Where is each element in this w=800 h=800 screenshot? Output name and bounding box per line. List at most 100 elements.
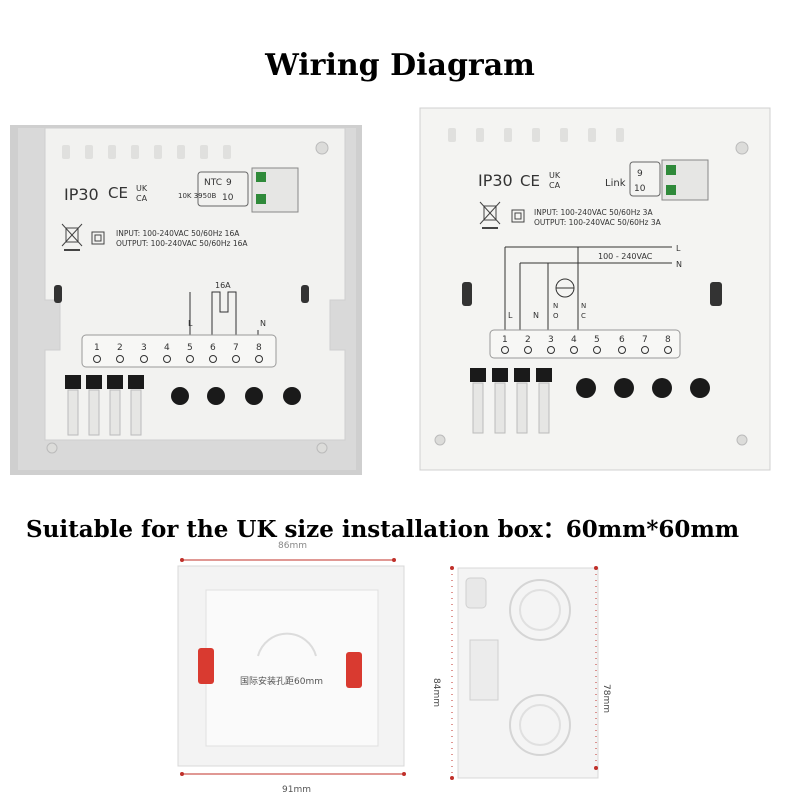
- right-line-n: N: [676, 260, 682, 269]
- box-size-caption: Suitable for the UK size installation bo…: [26, 516, 740, 543]
- left-terminal-number: 4: [164, 343, 170, 353]
- right-double-insulation-inner: [514, 212, 522, 220]
- box-side-top-clip: [465, 577, 487, 609]
- box-inner-label: 国际安装孔距60mm: [240, 675, 323, 687]
- right-bottom-terminals: [470, 368, 710, 434]
- right-ce-mark: CE: [520, 172, 540, 190]
- box-clip-right: [346, 652, 362, 688]
- right-ukca-top: UK: [549, 171, 561, 180]
- box-side-knockout-bottom-inner: [519, 704, 561, 746]
- left-label-l: L: [188, 319, 193, 328]
- left-terminal-number: 5: [187, 343, 193, 353]
- left-ukca-top: UK: [136, 184, 148, 193]
- right-ukca-bottom: CA: [549, 181, 561, 190]
- right-no-o: O: [553, 312, 559, 320]
- right-terminal-strip: [489, 329, 681, 359]
- left-terminal-number: 2: [117, 343, 123, 353]
- right-terminal-number: 1: [502, 335, 508, 345]
- left-output-spec: OUTPUT: 100-240VAC 50/60Hz 16A: [116, 239, 248, 248]
- left-side-clip-left: [54, 285, 62, 303]
- right-wiring-lines: [504, 246, 672, 330]
- box-side-knockout-top: [509, 579, 571, 641]
- left-ntc-box: [197, 171, 249, 207]
- left-double-insulation-icon: [91, 231, 105, 245]
- right-weee-icon: [479, 201, 501, 229]
- left-side-clip-right: [301, 285, 309, 303]
- right-terminal-screw-symbols: [501, 346, 672, 354]
- right-top-vents: [448, 128, 624, 142]
- right-bottom-screw-right: [736, 434, 748, 446]
- right-terminal-number: 7: [642, 335, 648, 345]
- left-terminal-10: 10: [222, 193, 234, 203]
- box-side-knockout-bottom: [509, 694, 571, 756]
- left-terminal-strip: [81, 334, 277, 368]
- right-nc-c: C: [581, 312, 586, 320]
- left-terminal-number: 6: [210, 343, 216, 353]
- right-side-clip-left: [462, 282, 472, 306]
- left-ntc-label: NTC: [204, 178, 222, 188]
- right-green-contact-1: [666, 165, 676, 175]
- left-ukca-bottom: CA: [136, 194, 148, 203]
- left-green-contact-2: [256, 194, 266, 204]
- left-relay-diagram: [189, 291, 259, 335]
- left-terminal-screw-symbols: [93, 355, 263, 363]
- left-terminal-number: 1: [94, 343, 100, 353]
- right-supply-voltage: 100 - 240VAC: [598, 252, 653, 261]
- right-nc-n: N: [581, 302, 586, 310]
- right-terminal-number: 5: [594, 335, 600, 345]
- box-side-height-left: 84mm: [431, 678, 441, 707]
- left-weee-icon: [61, 223, 83, 251]
- box-knockout-arc: [257, 632, 317, 657]
- right-green-contact-2: [666, 185, 676, 195]
- left-double-insulation-inner: [94, 234, 102, 242]
- left-ip-rating: IP30: [64, 185, 99, 204]
- installation-box-side: 84mm 78mm: [431, 566, 611, 780]
- right-terminal-numbers: 1 2 3 4 5 6 7 8: [502, 335, 671, 345]
- left-ntc-model: 10K 3950B: [178, 192, 217, 200]
- diagram-title: Wiring Diagram: [265, 48, 535, 83]
- left-terminal-number: 3: [141, 343, 147, 353]
- right-ip-rating: IP30: [478, 171, 513, 190]
- left-terminal-9: 9: [226, 178, 232, 188]
- right-side-clip-right: [710, 282, 722, 306]
- right-terminal-number: 3: [548, 335, 554, 345]
- left-terminal-numbers: 1 2 3 4 5 6 7 8: [94, 343, 262, 353]
- right-double-insulation-icon: [511, 209, 525, 223]
- box-width-bottom-label: 91mm: [282, 785, 311, 795]
- left-bottom-screw-left: [46, 442, 58, 454]
- left-thermostat-back: NTC 10K 3950B 9 10 IP30 CE UK CA INPUT: …: [10, 125, 362, 475]
- left-terminal-number: 8: [256, 343, 262, 353]
- right-thermostat-back: Link 9 10 IP30 CE UK CA INPUT: 100-240VA…: [419, 107, 771, 471]
- box-side-height-right: 78mm: [601, 684, 611, 713]
- right-terminal-10: 10: [634, 184, 646, 194]
- left-screw-hole: [315, 141, 329, 155]
- left-relay-rating: 16A: [215, 281, 231, 290]
- left-bottom-screw-right: [316, 442, 328, 454]
- right-term-l: L: [508, 311, 513, 320]
- left-label-n: N: [260, 319, 266, 328]
- box-side-mount-slot: [469, 639, 499, 701]
- installation-box-front: 86mm 国际安装孔距60mm 91mm: [177, 541, 406, 795]
- right-input-spec: INPUT: 100-240VAC 50/60Hz 3A: [534, 208, 653, 217]
- right-line-l: L: [676, 244, 681, 253]
- left-ce-mark: CE: [108, 184, 128, 202]
- right-terminal-9: 9: [637, 169, 643, 179]
- right-link-box: [629, 161, 661, 197]
- left-green-contact-1: [256, 172, 266, 182]
- right-screw-hole: [735, 141, 749, 155]
- box-clip-left: [198, 648, 214, 684]
- left-bottom-terminals: [65, 375, 301, 436]
- right-terminal-number: 6: [619, 335, 625, 345]
- right-link-label: Link: [605, 178, 626, 189]
- box-width-top-label: 86mm: [278, 541, 307, 551]
- right-terminal-number: 8: [665, 335, 671, 345]
- right-terminal-number: 2: [525, 335, 531, 345]
- right-bottom-screw-left: [434, 434, 446, 446]
- box-side-knockout-top-inner: [519, 589, 561, 631]
- left-top-vents: [62, 145, 231, 159]
- left-input-spec: INPUT: 100-240VAC 50/60Hz 16A: [116, 229, 240, 238]
- left-terminal-number: 7: [233, 343, 239, 353]
- right-no-n: N: [553, 302, 558, 310]
- right-term-n: N: [533, 311, 539, 320]
